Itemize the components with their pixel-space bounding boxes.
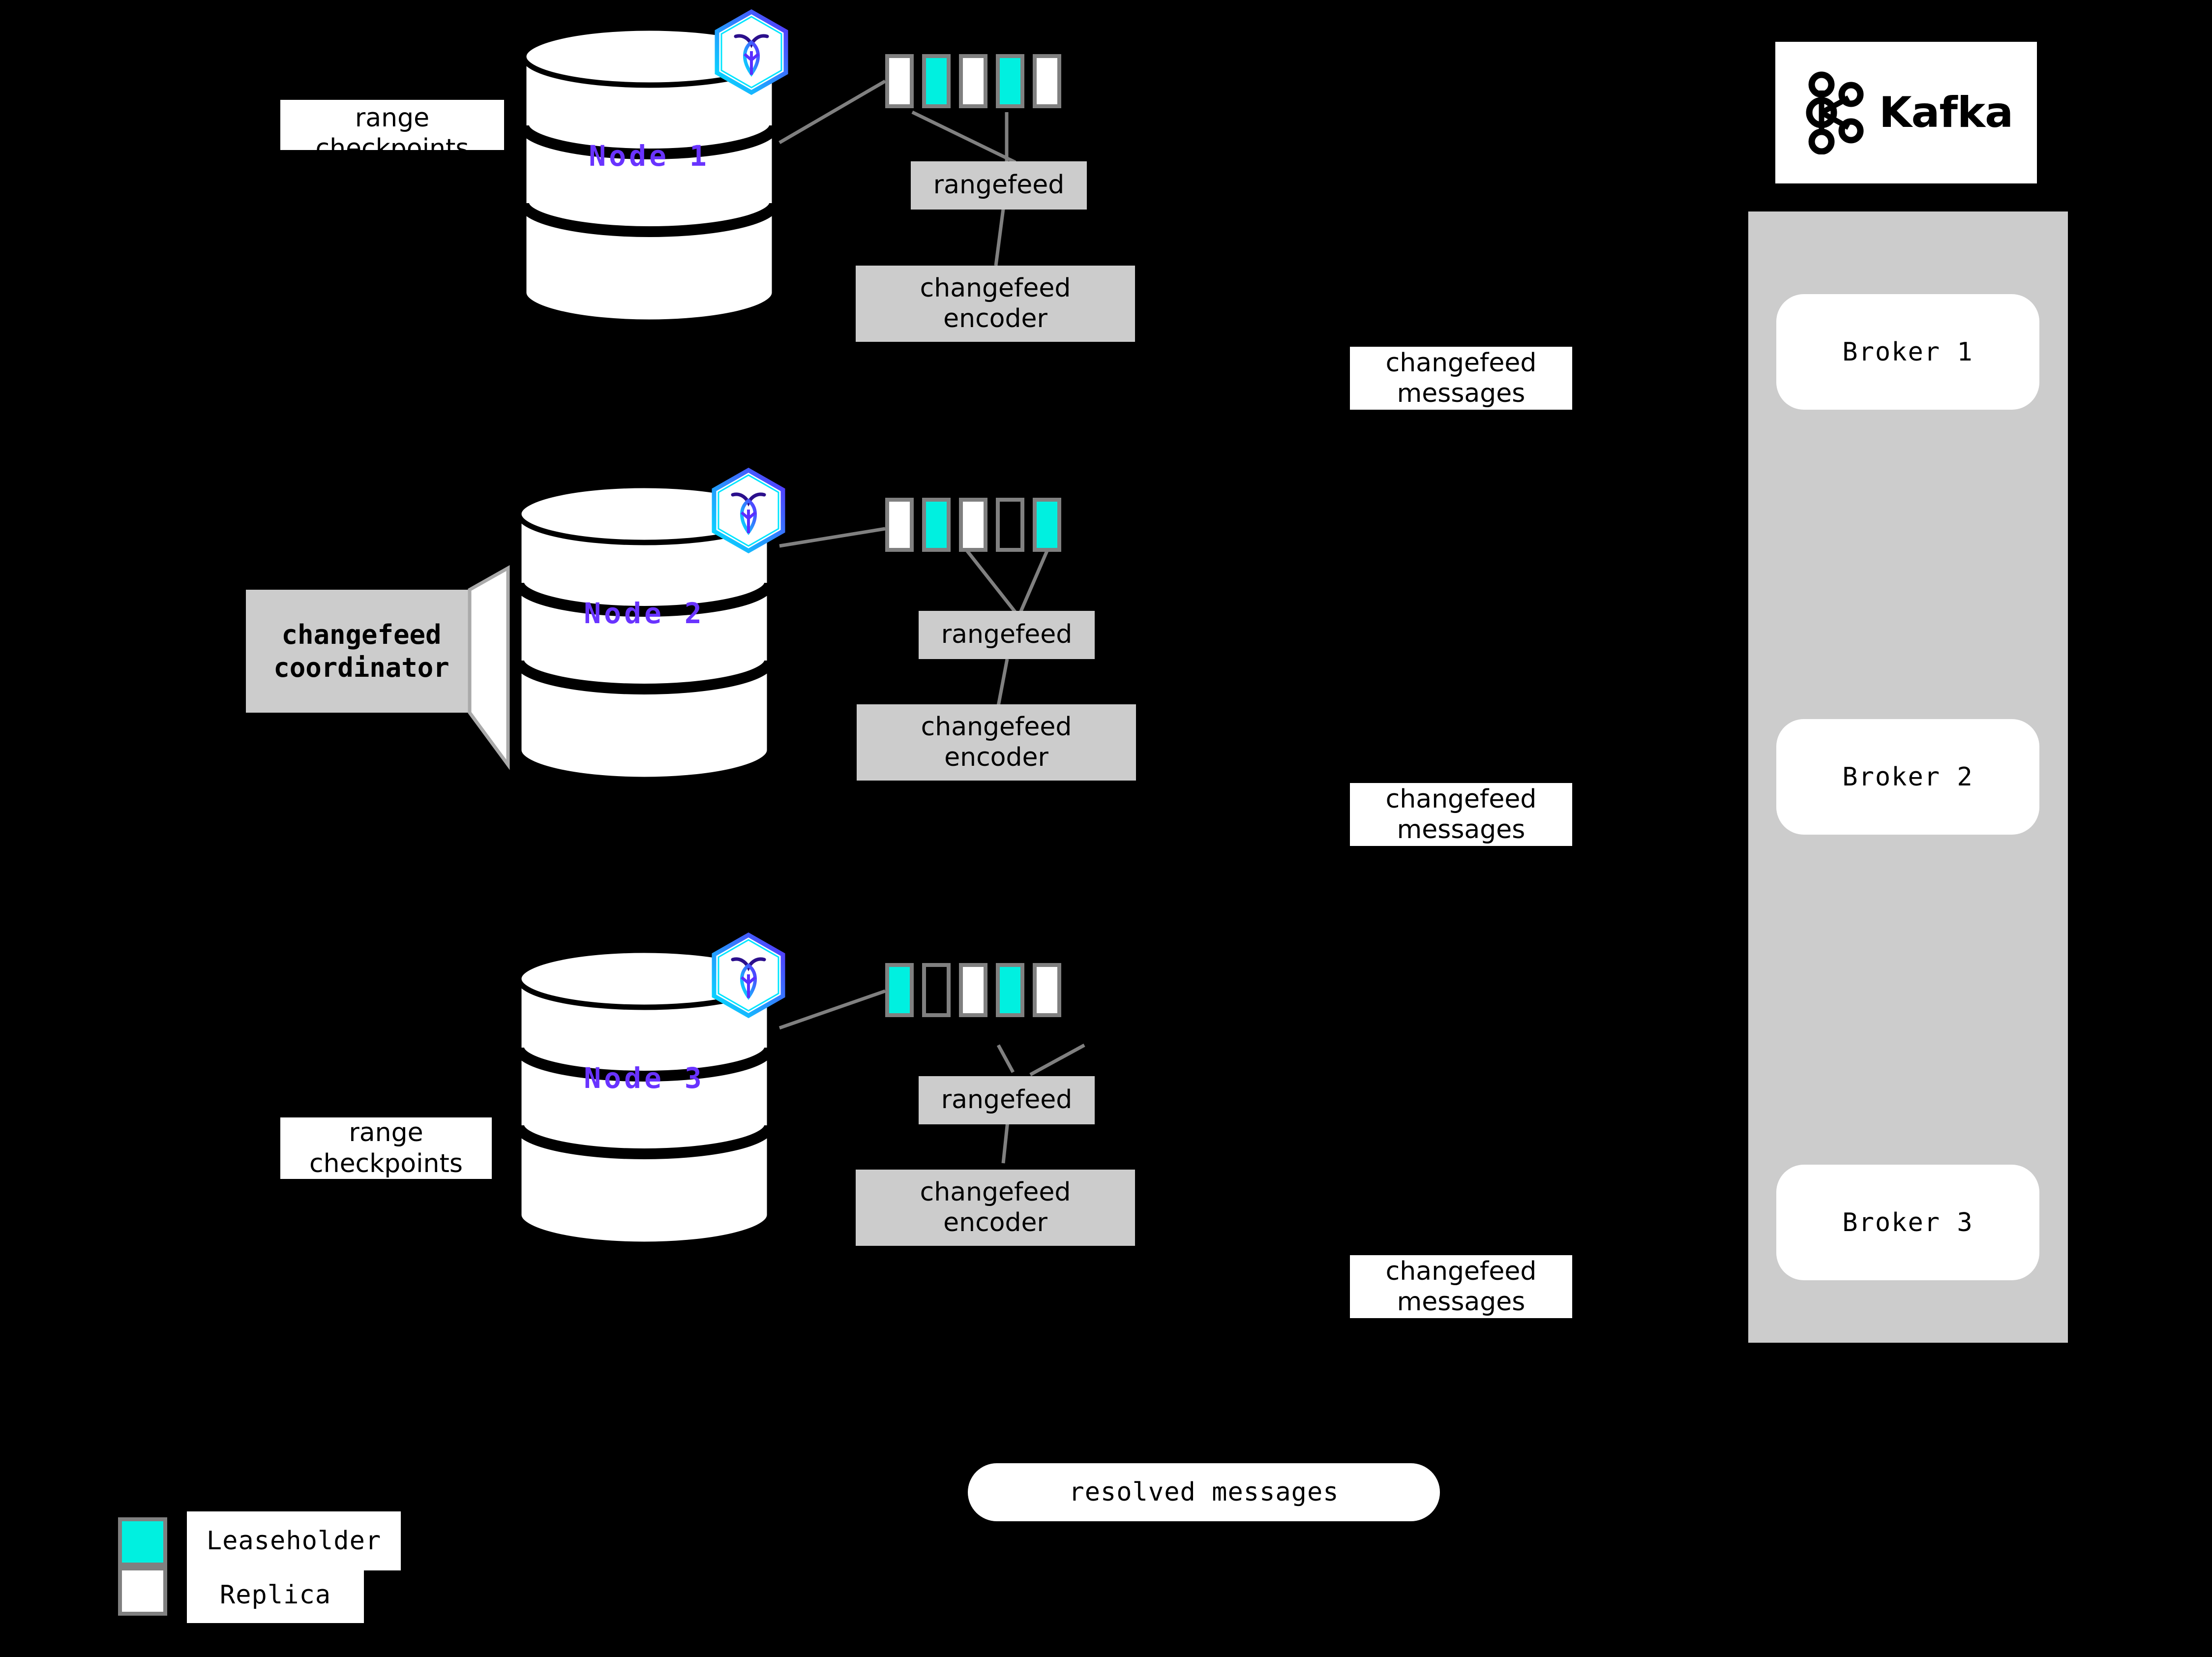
kafka-logo: Kafka bbox=[1775, 42, 2037, 183]
node-label-3: Node 3 bbox=[584, 1061, 705, 1095]
range-row-node-3 bbox=[885, 963, 1061, 1017]
kafka-nodes-icon bbox=[1799, 71, 1868, 155]
range-box[interactable] bbox=[922, 54, 951, 108]
range-box[interactable] bbox=[996, 963, 1024, 1017]
rangefeed-box-2[interactable]: rangefeed bbox=[919, 611, 1095, 659]
cockroachdb-hexagon-icon bbox=[709, 932, 788, 1019]
kafka-wordmark: Kafka bbox=[1879, 88, 2013, 137]
range-box[interactable] bbox=[1033, 54, 1061, 108]
range-box[interactable] bbox=[885, 498, 914, 552]
range-box[interactable] bbox=[885, 54, 914, 108]
range-box[interactable] bbox=[996, 498, 1024, 552]
changefeed-encoder-box-1[interactable]: changefeed encoder bbox=[856, 266, 1135, 342]
broker-2[interactable]: Broker 2 bbox=[1776, 719, 2039, 835]
range-box[interactable] bbox=[996, 54, 1024, 108]
cockroachdb-hexagon-icon bbox=[709, 467, 788, 554]
legend: Leaseholder Replica bbox=[118, 1511, 413, 1635]
changefeed-coordinator-label: changefeed coordinator bbox=[246, 590, 477, 713]
broker-1[interactable]: Broker 1 bbox=[1776, 294, 2039, 410]
changefeed-messages-label-2: changefeed messages bbox=[1350, 783, 1572, 846]
range-checkpoints-label-1: range checkpoints bbox=[280, 100, 504, 150]
cockroachdb-hexagon-icon bbox=[712, 9, 791, 95]
legend-label-leaseholder: Leaseholder bbox=[187, 1511, 401, 1570]
range-box[interactable] bbox=[885, 963, 914, 1017]
legend-swatch-replica bbox=[118, 1567, 167, 1616]
resolved-messages-pill[interactable]: resolved messages bbox=[968, 1463, 1440, 1521]
changefeed-encoder-box-2[interactable]: changefeed encoder bbox=[857, 704, 1136, 781]
changefeed-coordinator[interactable]: changefeed coordinator bbox=[246, 565, 514, 770]
node-label-1: Node 1 bbox=[589, 139, 710, 173]
range-box[interactable] bbox=[1033, 498, 1061, 552]
range-row-node-2 bbox=[885, 498, 1061, 552]
node-cylinder-3: Node 3 bbox=[513, 947, 775, 1247]
changefeed-encoder-box-3[interactable]: changefeed encoder bbox=[856, 1170, 1135, 1246]
range-checkpoints-label-3: range checkpoints bbox=[280, 1117, 492, 1179]
rangefeed-box-1[interactable]: rangefeed bbox=[911, 161, 1087, 210]
range-box[interactable] bbox=[922, 963, 951, 1017]
legend-swatch-leaseholder bbox=[118, 1517, 167, 1567]
range-box[interactable] bbox=[922, 498, 951, 552]
range-box[interactable] bbox=[1033, 963, 1061, 1017]
node-label-2: Node 2 bbox=[584, 597, 705, 630]
changefeed-messages-label-3: changefeed messages bbox=[1350, 1255, 1572, 1318]
rangefeed-box-3[interactable]: rangefeed bbox=[919, 1076, 1095, 1124]
legend-label-replica: Replica bbox=[187, 1567, 364, 1623]
changefeed-messages-label-1: changefeed messages bbox=[1350, 347, 1572, 410]
range-row-node-1 bbox=[885, 54, 1061, 108]
range-box[interactable] bbox=[959, 498, 987, 552]
broker-3[interactable]: Broker 3 bbox=[1776, 1165, 2039, 1280]
range-box[interactable] bbox=[959, 54, 987, 108]
range-box[interactable] bbox=[959, 963, 987, 1017]
node-cylinder-2: Node 2 bbox=[513, 482, 775, 783]
